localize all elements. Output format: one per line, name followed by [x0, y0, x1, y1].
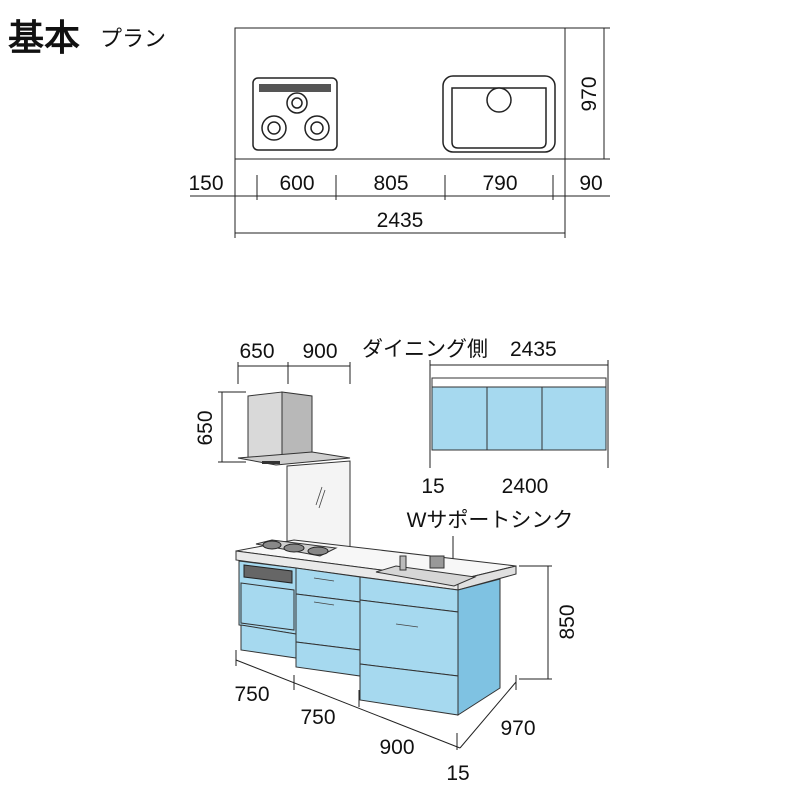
dining-left-offset: 15 — [421, 475, 444, 498]
elevation-dimensions: 850 750 750 900 15 970 — [234, 565, 579, 785]
elevation-bottom-1: 750 — [300, 706, 335, 729]
glass-splash-panel — [286, 460, 351, 549]
plan-seg-1: 600 — [279, 172, 314, 195]
dining-total: 2435 — [510, 338, 557, 361]
hood-height-label: 650 — [194, 410, 217, 445]
plan-seg-4: 90 — [579, 172, 602, 195]
dining-width: 2400 — [502, 475, 549, 498]
hood-width-a: 650 — [239, 340, 274, 363]
cooktop-icon — [252, 77, 338, 151]
sink-label: Wサポートシンク — [407, 509, 574, 532]
plan-depth-label: 970 — [578, 76, 601, 111]
elevation-height: 850 — [556, 604, 579, 639]
dining-side-view: ダイニング側 2435 15 2400 — [362, 338, 609, 498]
elevation-bottom-3: 15 — [446, 762, 469, 785]
dining-label: ダイニング側 — [362, 338, 488, 361]
elevation-depth: 970 — [500, 717, 535, 740]
range-hood: 650 900 650 — [194, 340, 351, 466]
plan-seg-2: 805 — [373, 172, 408, 195]
plan-seg-0: 150 — [188, 172, 223, 195]
title-sub: プラン — [100, 26, 166, 51]
sink-icon — [442, 75, 556, 153]
plan-seg-3: 790 — [482, 172, 517, 195]
title-main: 基本 — [8, 17, 80, 58]
elevation-bottom-2: 900 — [379, 736, 414, 759]
hood-width-b: 900 — [302, 340, 337, 363]
plan-view: 970 150 600 805 790 90 2435 — [188, 27, 610, 238]
elevation-bottom-0: 750 — [234, 683, 269, 706]
plan-total-label: 2435 — [377, 209, 424, 232]
kitchen-unit — [235, 539, 517, 716]
